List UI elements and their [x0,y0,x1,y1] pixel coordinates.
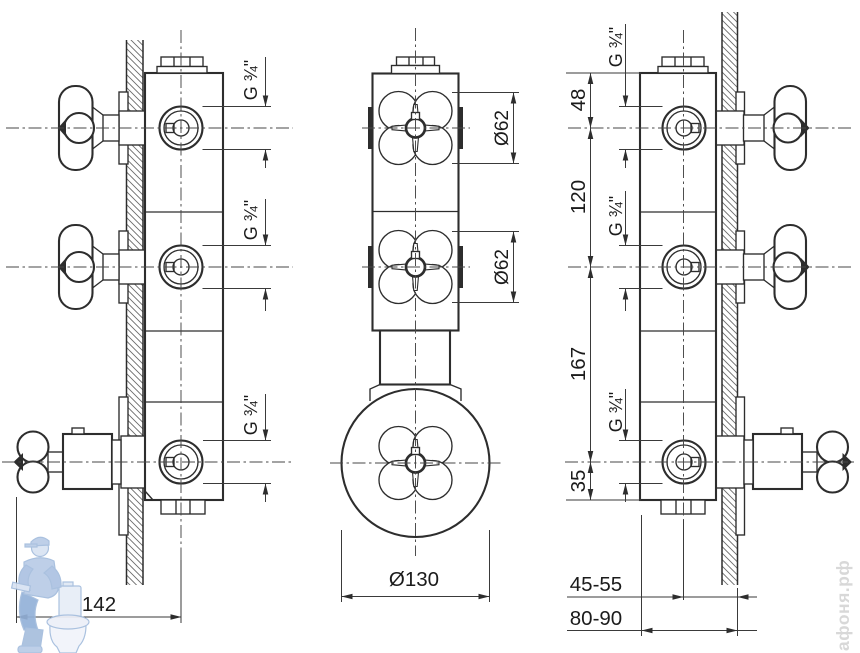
front-view: Ø62 Ø62 Ø130 [330,28,519,602]
dim-dia62-label: Ø62 [492,110,513,146]
watermark-site-text: афоня.рф [833,560,853,651]
centerlines-left [2,30,293,623]
dimension-142: 142 [16,497,182,623]
dim-48-label: 48 [567,89,590,112]
dimension-dia62-middle: Ø62 [452,231,519,303]
dim-dia130-label: Ø130 [389,568,439,591]
dim-142-label: 142 [82,593,116,616]
cross-handle-side [57,223,120,311]
thread-label-g34: G ¾" [241,200,261,240]
dimension-depth-45-55: 45-55 [567,573,757,636]
centerlines-right [565,30,857,600]
dim-167-label: 167 [567,347,590,381]
thermostat-handle-front [378,425,453,501]
thread-label-g34: G ¾" [606,196,626,236]
watermark-plumber-logo [10,536,90,653]
cross-handle-side [742,223,810,311]
thread-leaders-right [619,24,663,502]
centerlines-front [330,28,502,556]
plumber-boot [17,645,43,653]
toilet-bowl [49,624,87,653]
dim-dia62-label: Ø62 [492,249,513,285]
dimension-depth-80-90: 80-90 [567,515,757,636]
thread-label-g34: G ¾" [606,27,626,67]
thread-leaders-left [202,57,271,502]
dim-120-label: 120 [567,180,590,214]
dim-80-90-label: 80-90 [570,607,622,630]
thermostat-handle-side [13,427,122,494]
plumber-leg [18,591,39,631]
plumber-tool [10,581,32,593]
wall-hatching-right [721,12,739,585]
toilet-seat [46,614,90,630]
dimension-dia130: Ø130 [341,530,490,602]
toilet-tank [58,585,82,619]
thread-label-g34: G ¾" [241,395,261,435]
thread-label-g34: G ¾" [606,392,626,432]
thermostat-handle-side [743,427,852,494]
dim-35-label: 35 [567,470,590,493]
thread-label-g34: G ¾" [241,60,261,100]
right-side-view: G ¾" G ¾" G ¾" 48 120 167 35 45-55 80 [565,12,857,636]
cross-handle-side [57,84,120,172]
plumber-arm [42,565,62,590]
dimension-dia62-top: Ø62 [452,92,519,164]
left-side-view: G ¾" G ¾" G ¾" 142 [2,30,293,623]
dim-45-55-label: 45-55 [570,573,622,596]
dimension-chain-vertical: 48 120 167 35 [566,72,641,501]
